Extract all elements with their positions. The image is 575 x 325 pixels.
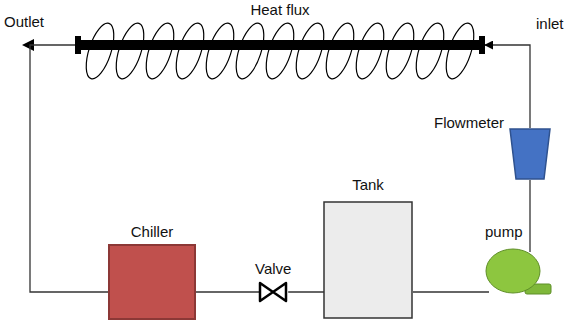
flowmeter-symbol: Flowmeter bbox=[434, 113, 552, 180]
valve-symbol-shape bbox=[258, 281, 288, 303]
pump-symbol-shape bbox=[485, 248, 553, 296]
heater-coil bbox=[261, 20, 300, 82]
valve-body bbox=[260, 283, 286, 301]
port-label: Outlet bbox=[4, 12, 44, 32]
node-label: Flowmeter bbox=[434, 113, 504, 133]
heater-coil bbox=[351, 20, 390, 82]
node-label: Chiller bbox=[131, 222, 174, 242]
tube-cap bbox=[479, 36, 485, 54]
valve-symbol: Valve bbox=[255, 259, 291, 303]
heater-coil bbox=[141, 20, 180, 82]
node-label: Heat flux bbox=[250, 0, 309, 20]
heater-coil bbox=[321, 20, 360, 82]
tank-box-shape bbox=[323, 201, 413, 319]
heater-coil bbox=[201, 20, 240, 82]
tube-body bbox=[75, 40, 485, 50]
heater-coil bbox=[111, 20, 150, 82]
chiller-box: Chiller bbox=[108, 222, 196, 320]
heated-tube-shape bbox=[75, 20, 485, 82]
heated-tube: Heat flux bbox=[75, 0, 485, 82]
pipe-connector bbox=[529, 180, 530, 252]
heater-coil bbox=[291, 20, 330, 82]
pump-symbol: pump bbox=[485, 222, 553, 296]
node-label: Tank bbox=[352, 175, 384, 195]
pipe-connector bbox=[30, 45, 108, 292]
heater-coil bbox=[81, 20, 120, 82]
heater-coil bbox=[231, 20, 270, 82]
tank-body bbox=[324, 202, 412, 318]
heater-coil bbox=[171, 20, 210, 82]
chiller-box-shape bbox=[108, 244, 196, 320]
flowmeter-symbol-shape bbox=[508, 128, 552, 180]
flowmeter-body bbox=[510, 129, 550, 179]
port-label-box: inlet bbox=[536, 14, 564, 34]
pipe-connector bbox=[196, 291, 259, 292]
chiller-body bbox=[109, 245, 195, 319]
heater-coil bbox=[411, 20, 450, 82]
heater-coil bbox=[381, 20, 420, 82]
port-label-box: Outlet bbox=[4, 12, 44, 32]
pipe-connector bbox=[288, 291, 324, 292]
port-label: inlet bbox=[536, 14, 564, 34]
pump-body bbox=[486, 249, 540, 293]
node-label: pump bbox=[485, 222, 523, 242]
node-label: Valve bbox=[255, 259, 291, 279]
tube-cap bbox=[75, 36, 81, 54]
heater-coil bbox=[441, 20, 480, 82]
pipe-connector bbox=[413, 291, 489, 292]
tank-box: Tank bbox=[323, 175, 413, 319]
